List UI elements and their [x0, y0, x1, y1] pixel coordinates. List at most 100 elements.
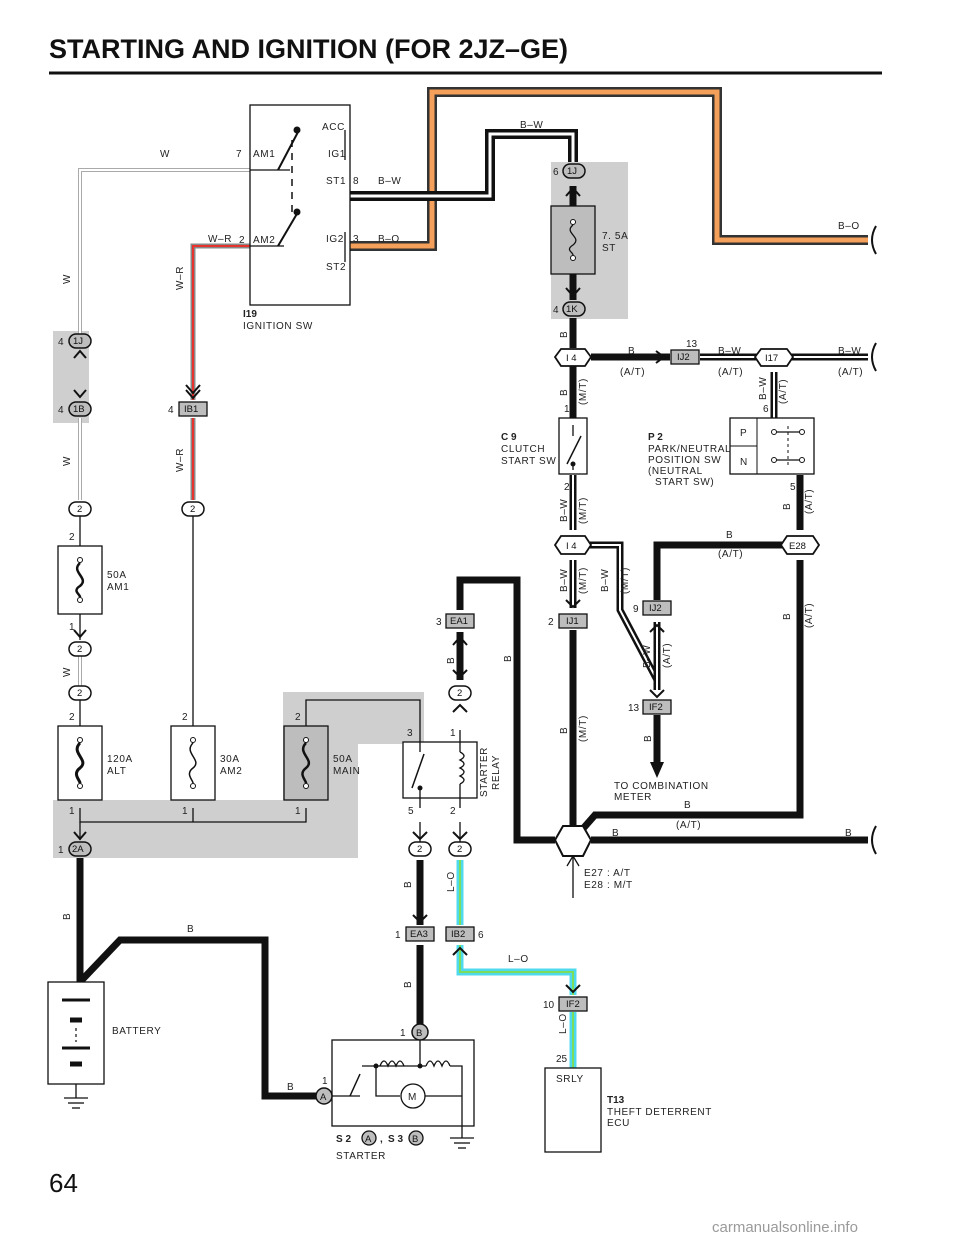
chevron-relay2-down — [452, 831, 468, 841]
lbl-b-i4: B — [628, 346, 635, 357]
starter-coil2 — [425, 1060, 451, 1068]
ign-am2-label: AM2 — [253, 235, 275, 246]
lbl-bw-ij2: B–W — [718, 346, 741, 357]
pin-clutch-1: 1 — [564, 404, 570, 415]
relay-label1: STARTER — [479, 747, 490, 797]
wire-label-bw-top: B–W — [520, 120, 543, 131]
lbl-lo-if2: L–O — [558, 1013, 569, 1034]
lbl-mt-clutch2: (M/T) — [578, 497, 589, 524]
pn-t2 — [799, 429, 805, 435]
fuse-am1-name: AM1 — [107, 582, 129, 593]
st-fuse-name: ST — [602, 243, 616, 254]
pin-p2-5: 5 — [790, 482, 796, 493]
conn-b-starter-label: B — [416, 1028, 422, 1039]
pin-am1-1: 1 — [69, 622, 75, 633]
conn-ib2-label: IB2 — [451, 929, 465, 940]
conn-1b-label: 1B — [73, 404, 85, 415]
lbl-mt-i4b: (M/T) — [578, 567, 589, 594]
pn-t4 — [799, 457, 805, 463]
pn-name2: POSITION SW — [648, 455, 721, 466]
page-title: STARTING AND IGNITION (FOR 2JZ–GE) — [49, 34, 568, 64]
pin-p2-6: 6 — [763, 404, 769, 415]
lbl-b-battery: B — [187, 924, 194, 935]
wire-lo-ib2-if2-core — [459, 945, 574, 995]
starter-sep: , — [380, 1134, 383, 1145]
ign-pin2: 2 — [239, 235, 245, 246]
fuse-main-element — [301, 742, 311, 784]
conn-if2-b — [558, 996, 588, 1012]
conn-2-alt-top — [68, 685, 92, 701]
ignition-switch-box — [249, 104, 351, 306]
conn-ib1-label: IB1 — [184, 404, 198, 415]
conn-b-starter — [411, 1023, 429, 1041]
starter-coil1 — [379, 1060, 405, 1068]
lbl-b-ea3: B — [403, 981, 414, 988]
conn-ib1 — [178, 401, 208, 417]
chevron-relay-up — [452, 703, 468, 713]
chevron-ea1-up — [452, 635, 468, 646]
lbl-b-2a: B — [62, 913, 73, 920]
connectors-hex: I 4 I17 I 4 E28 — [553, 348, 821, 555]
wire-relay-main — [305, 699, 421, 732]
pin-ecu: 25 — [556, 1054, 568, 1065]
lbl-b-ground-right: B — [845, 828, 852, 839]
lbl-bw-ij2b: B–W — [642, 645, 653, 668]
ecu-terminal: SRLY — [556, 1074, 584, 1085]
chevron-ea1-down — [452, 669, 468, 679]
conn-2a — [68, 841, 92, 857]
st-fuse-body — [550, 205, 596, 275]
meter-arrow — [650, 762, 664, 778]
lbl-b-ea1: B — [446, 657, 457, 664]
fuse-alt-name: ALT — [107, 766, 126, 777]
lbl-at-p2: (A/T) — [804, 489, 815, 514]
lbl-bw-i17: B–W — [758, 377, 769, 400]
fuse-am2-element — [188, 742, 197, 784]
wire-b-e28-ground — [570, 560, 804, 843]
ecu-name2: ECU — [607, 1118, 630, 1129]
starter-relay-box — [402, 741, 478, 799]
conn-1k — [562, 301, 586, 317]
battery-box — [47, 981, 105, 1085]
lbl-b-1k: B — [559, 331, 570, 338]
pn-code: P 2 — [648, 432, 663, 443]
connectors-round: 1J 1K 1J 1B 2A 2 2 2 2 2 2 2 B A A B — [68, 163, 586, 1146]
pin-relay-5: 5 — [408, 806, 414, 817]
ign-ig2-label: IG2 — [326, 234, 344, 245]
conn-2-relay-2-label: 2 — [457, 844, 462, 855]
pin-am1-2: 2 — [69, 532, 75, 543]
wire-label-wr-vert2: W–R — [175, 448, 186, 472]
shade-fuse-block — [53, 692, 424, 858]
pin-relay-3: 3 — [407, 728, 413, 739]
break-bw — [871, 342, 877, 372]
fuse-am1-t1 — [77, 557, 83, 563]
ign-pin7: 7 — [236, 149, 242, 160]
wire-lo-ib2-if2 — [456, 945, 577, 995]
conn-1b — [68, 401, 92, 417]
ign-name: IGNITION SW — [243, 321, 313, 332]
pin-ib2: 6 — [478, 930, 484, 941]
lbl-bw-right: B–W — [838, 346, 861, 357]
fuse-am2-t2 — [190, 783, 196, 789]
conn-i4-a — [553, 348, 593, 367]
pin-main-1: 1 — [295, 806, 301, 817]
conn-i17 — [753, 348, 795, 367]
starter-left-bus — [375, 1066, 400, 1097]
conn-ij1-label: IJ1 — [566, 616, 579, 627]
conn-e28-label: E28 — [789, 541, 806, 552]
conn-2-relay-2 — [448, 841, 472, 857]
conn-a-legend-label: A — [365, 1134, 372, 1145]
conn-ea3 — [405, 926, 435, 942]
conn-ij2-a — [670, 349, 700, 365]
clutch-name1: CLUTCH — [501, 444, 545, 455]
lbl-b-clutch: B — [559, 389, 570, 396]
connectors-rect: IB1 IJ2 EA1 IJ1 IJ2 IF2 EA3 IB2 IF2 — [178, 349, 700, 1012]
fuse-main-t1 — [303, 737, 309, 743]
chevron-if2b-down — [565, 984, 581, 994]
lbl-mt-ij1: (M/T) — [578, 715, 589, 742]
page-number: 64 — [49, 1168, 78, 1198]
chevron-ib1-1 — [185, 389, 201, 400]
break-bo — [871, 225, 877, 255]
wire-label-wr-top: W–R — [208, 234, 232, 245]
ign-pivot2 — [293, 208, 301, 216]
conn-1j-top — [562, 163, 586, 179]
